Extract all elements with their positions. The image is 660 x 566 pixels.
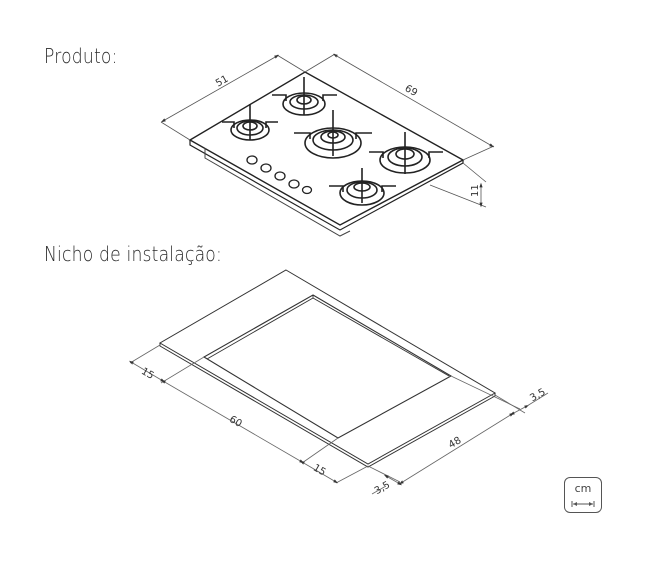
unit-badge: cm	[564, 477, 602, 513]
burner-back	[272, 77, 337, 116]
unit-label: cm	[574, 482, 592, 495]
dim-depth-51: 51	[214, 74, 230, 90]
product-section-title: Produto:	[44, 44, 118, 68]
dim-bottom-margin-15: 15	[311, 463, 328, 479]
niche-dimension-lines	[128, 344, 549, 495]
control-knobs	[246, 155, 313, 195]
dim-back-margin-3-5: 3,5	[528, 387, 547, 404]
dim-height-11: 11	[470, 184, 481, 197]
niche-section-title: Nicho de instalação:	[44, 242, 222, 266]
niche-drawing	[159, 269, 497, 468]
dim-cutout-depth-48: 48	[447, 435, 464, 451]
burner-front	[329, 168, 396, 206]
dim-cutout-length-60: 60	[227, 414, 244, 430]
dim-front-margin-3-5: 3,5	[373, 480, 392, 497]
dim-width-69: 69	[403, 83, 420, 99]
measure-arrow-icon	[571, 501, 595, 507]
product-dimension-lines	[160, 53, 495, 208]
cooktop-drawing	[188, 71, 465, 237]
